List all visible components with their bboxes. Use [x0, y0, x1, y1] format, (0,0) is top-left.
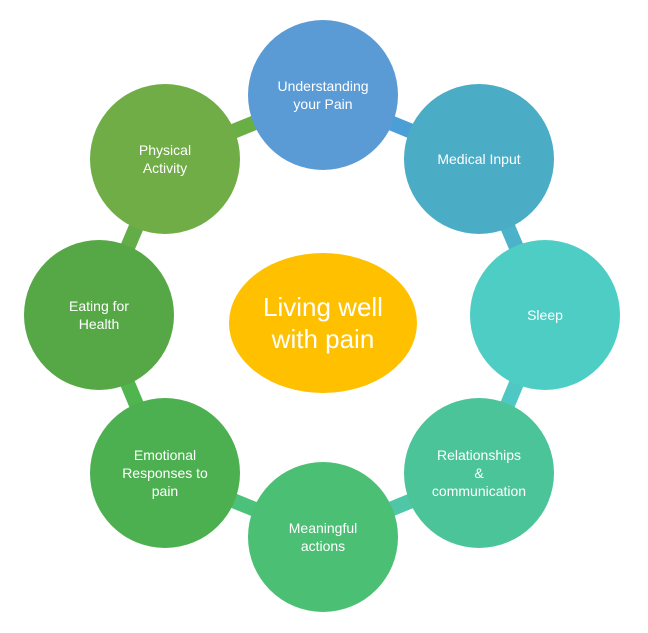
node-label: Relationships & communication — [431, 447, 527, 499]
node-label: Emotional Responses to pain — [122, 447, 208, 499]
node-sleep: Sleep — [470, 240, 620, 390]
node-label: Medical Input — [437, 151, 521, 167]
node-understanding-your-pain: Understanding your Pain — [248, 20, 398, 170]
node-physical-activity: Physical Activity — [90, 84, 240, 234]
node-meaningful-actions: Meaningful actions — [248, 462, 398, 612]
node-label: Eating for Health — [69, 298, 129, 332]
center-label: Living well with pain — [263, 292, 383, 354]
node-relationships-communication: Relationships & communication — [404, 398, 554, 548]
node-medical-input: Medical Input — [404, 84, 554, 234]
node-label: Physical Activity — [138, 142, 192, 176]
center-node: Living well with pain — [229, 253, 417, 393]
node-emotional-responses: Emotional Responses to pain — [90, 398, 240, 548]
node-label: Understanding your Pain — [277, 78, 369, 112]
node-eating-for-health: Eating for Health — [24, 240, 174, 390]
node-label: Meaningful actions — [288, 520, 358, 554]
node-label: Sleep — [527, 307, 563, 323]
